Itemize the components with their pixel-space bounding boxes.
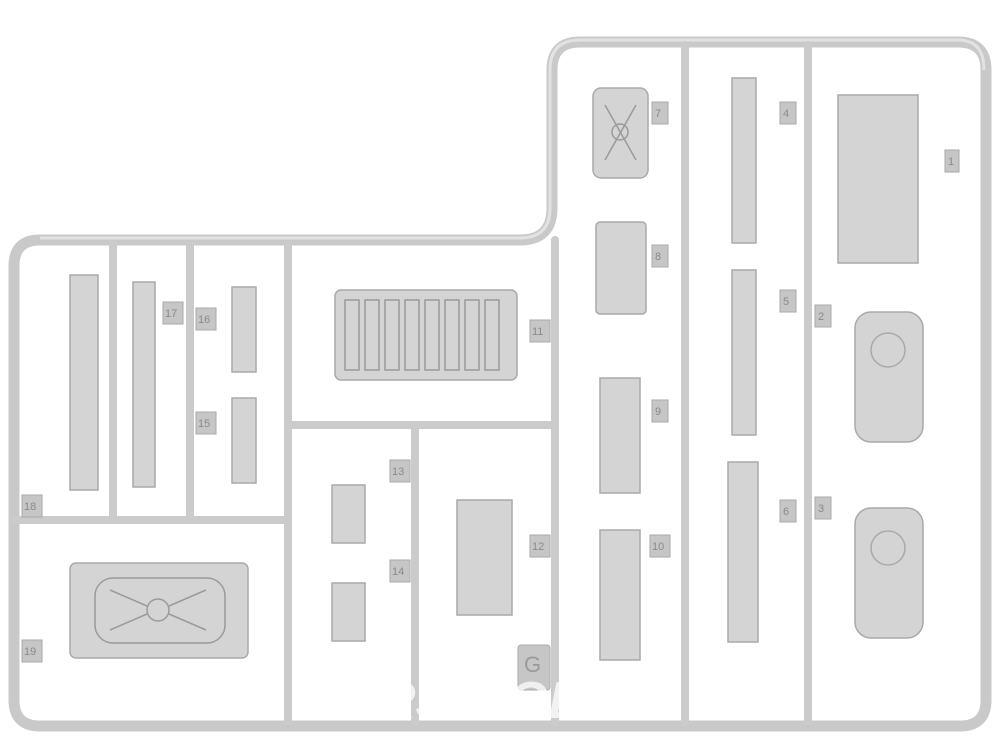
part-17 <box>132 281 156 488</box>
part-6 <box>727 461 759 643</box>
part-number: 9 <box>655 406 661 418</box>
part-13 <box>331 484 366 544</box>
part-number: 6 <box>783 506 789 518</box>
part-number: 16 <box>198 314 210 326</box>
part-16 <box>231 286 257 373</box>
runners <box>11 41 812 726</box>
sprue-frame <box>8 36 992 732</box>
watermark: OURS MODEL <box>300 672 652 730</box>
part-12 <box>456 499 513 616</box>
part-11 <box>334 289 518 381</box>
part-number: 10 <box>652 541 664 553</box>
part-number: 2 <box>818 311 824 323</box>
part-18 <box>69 274 99 491</box>
part-2 <box>854 311 924 443</box>
parts <box>69 77 924 661</box>
part-3 <box>854 507 924 639</box>
sprue-letter: G <box>524 652 541 677</box>
part-8 <box>595 221 647 315</box>
part-number: 4 <box>783 108 789 120</box>
part-number: 13 <box>392 466 404 478</box>
part-number-tags: 1 2 3 4 5 6 7 8 9 10 11 12 13 14 15 16 1… <box>21 101 960 691</box>
part-19 <box>69 562 249 659</box>
part-number: 12 <box>532 541 544 553</box>
part-1 <box>837 94 919 264</box>
part-14 <box>331 582 366 642</box>
part-number: 8 <box>655 251 661 263</box>
part-4 <box>731 77 757 244</box>
part-number: 17 <box>165 308 177 320</box>
part-number: 18 <box>24 501 36 513</box>
part-15 <box>231 397 257 484</box>
part-number: 7 <box>655 108 661 120</box>
part-10 <box>599 529 641 661</box>
part-5 <box>731 269 757 436</box>
part-number: 11 <box>532 326 543 338</box>
part-number: 5 <box>783 296 789 308</box>
part-number: 14 <box>392 566 404 578</box>
part-number: 19 <box>24 646 36 658</box>
part-number: 1 <box>948 156 954 168</box>
part-number: 15 <box>198 418 210 430</box>
part-number: 3 <box>818 503 824 515</box>
part-9 <box>599 377 641 494</box>
